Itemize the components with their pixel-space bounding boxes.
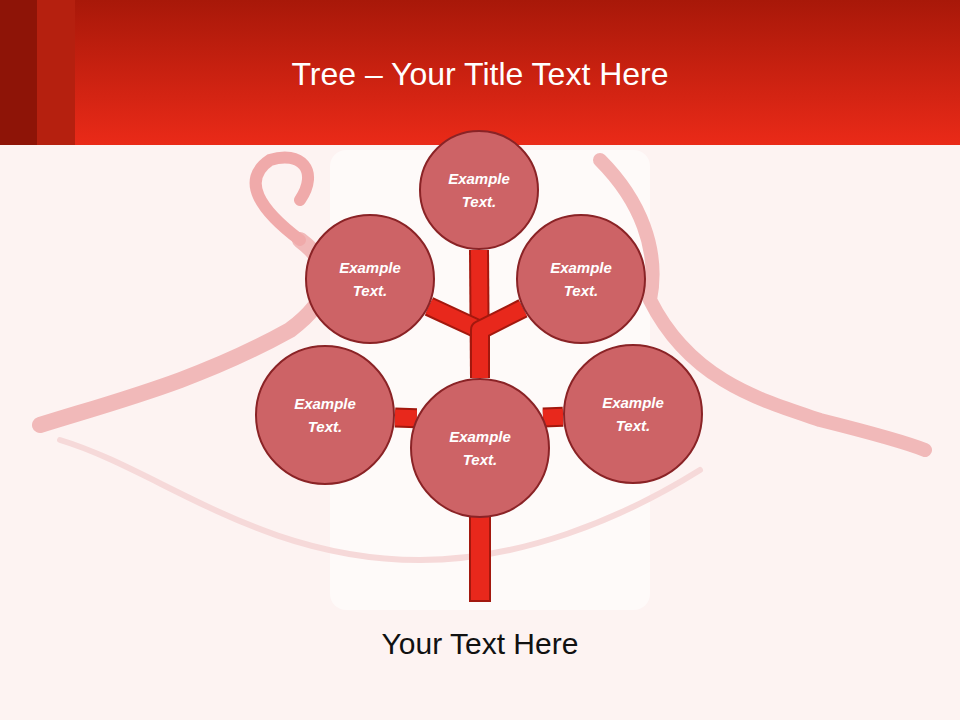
circle-fill <box>564 345 702 483</box>
tree-circle: Example Text. <box>516 214 646 344</box>
header-square <box>37 0 75 145</box>
branch-fill <box>395 409 417 426</box>
branch-outline <box>480 308 523 378</box>
branch-outline <box>395 407 417 428</box>
branch-fill <box>480 308 523 378</box>
circle-outline <box>419 130 539 250</box>
circle-label: Example Text. <box>539 256 623 302</box>
circle-label: Example Text. <box>438 425 522 471</box>
circle-fill <box>256 346 394 484</box>
slide-title: Tree – Your Title Text Here <box>80 52 880 96</box>
circle-fill <box>306 215 434 343</box>
circle-fill <box>411 379 549 517</box>
tree-circle: Example Text. <box>419 130 539 250</box>
slide-caption: Your Text Here <box>180 624 780 664</box>
circle-outline <box>255 345 395 485</box>
circle-outline <box>410 378 550 518</box>
ribbon <box>256 157 308 240</box>
tree-circle: Example Text. <box>305 214 435 344</box>
circle-outline <box>516 214 646 344</box>
circle-outline <box>563 344 703 484</box>
header-square <box>0 0 37 145</box>
tree-circle: Example Text. <box>563 344 703 484</box>
branch-outline <box>543 407 563 428</box>
circle-fill <box>517 215 645 343</box>
tree-circle: Example Text. <box>410 378 550 518</box>
circle-outline <box>305 214 435 344</box>
tree-branch <box>395 417 417 419</box>
circle-label: Example Text. <box>591 391 675 437</box>
circle-label: Example Text. <box>328 256 412 302</box>
tree-branch <box>480 308 523 378</box>
header-band <box>0 0 960 145</box>
circle-label: Example Text. <box>437 167 521 213</box>
branch-fill <box>543 409 563 426</box>
circle-label: Example Text. <box>283 392 367 438</box>
tree-circle: Example Text. <box>255 345 395 485</box>
circle-fill <box>420 131 538 249</box>
tree-branch <box>543 416 563 418</box>
